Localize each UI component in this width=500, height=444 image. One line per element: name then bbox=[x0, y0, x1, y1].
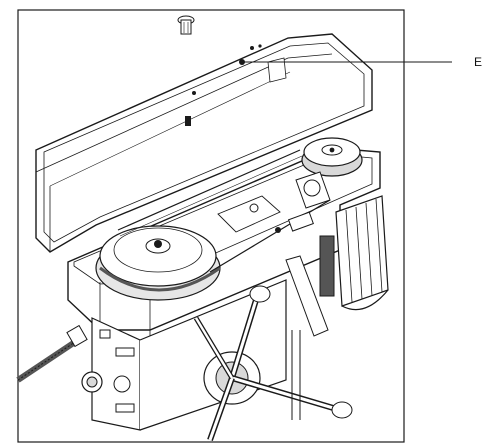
motor-pulley bbox=[295, 137, 363, 209]
drive-belt bbox=[117, 149, 331, 273]
top-knob bbox=[177, 15, 195, 35]
motor bbox=[319, 195, 389, 311]
belt-guard-cover bbox=[35, 33, 373, 253]
power-cord bbox=[16, 324, 88, 383]
column-lever bbox=[285, 255, 329, 420]
feed-handles bbox=[193, 285, 353, 442]
spindle-pulley bbox=[95, 225, 221, 301]
belt-tension-bracket bbox=[217, 195, 314, 233]
callout-label-e: E bbox=[474, 55, 483, 69]
frame-border bbox=[17, 9, 405, 443]
